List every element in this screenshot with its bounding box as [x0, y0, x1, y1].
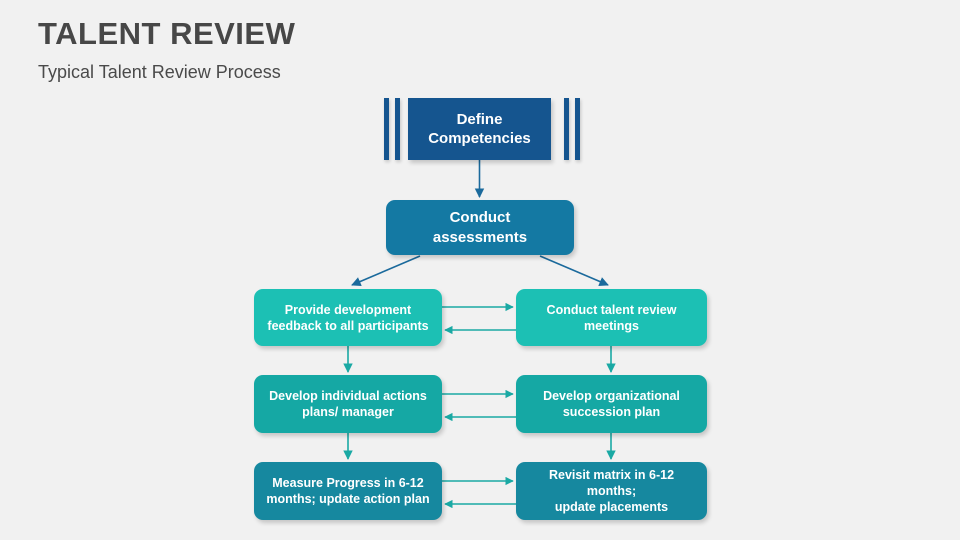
decorative-bar-left-outer	[384, 98, 389, 160]
node-label: Conduct assessments	[432, 209, 528, 246]
node-succession-plan[interactable]: Develop organizational succession plan	[516, 375, 707, 433]
node-individual-action-plans[interactable]: Develop individual actions plans/ manage…	[254, 375, 442, 433]
node-define-competencies[interactable]: Define Competencies	[408, 98, 551, 160]
node-measure-progress[interactable]: Measure Progress in 6-12 months; update …	[254, 462, 442, 520]
page-title: TALENT REVIEW	[38, 16, 296, 51]
node-provide-feedback[interactable]: Provide development feedback to all part…	[254, 289, 442, 346]
node-label: Conduct talent review meetings	[546, 302, 677, 333]
node-label: Revisit matrix in 6-12 months; update pl…	[548, 468, 675, 514]
node-label: Provide development feedback to all part…	[267, 302, 429, 333]
node-label: Measure Progress in 6-12 months; update …	[266, 476, 430, 506]
node-label: Develop organizational succession plan	[543, 389, 680, 419]
decorative-bar-right-outer	[575, 98, 580, 160]
node-label: Define Competencies	[428, 110, 531, 147]
node-conduct-assessments[interactable]: Conduct assessments	[386, 200, 574, 255]
node-talent-review-meetings[interactable]: Conduct talent review meetings	[516, 289, 707, 346]
node-label: Develop individual actions plans/ manage…	[269, 389, 427, 419]
page-subtitle: Typical Talent Review Process	[38, 62, 281, 82]
node-revisit-matrix[interactable]: Revisit matrix in 6-12 months; update pl…	[516, 462, 707, 520]
decorative-bar-left-inner	[395, 98, 400, 160]
arrow-conduct-to-feedback	[351, 255, 421, 287]
arrow-conduct-to-meetings	[539, 255, 609, 287]
decorative-bar-right-inner	[564, 98, 569, 160]
